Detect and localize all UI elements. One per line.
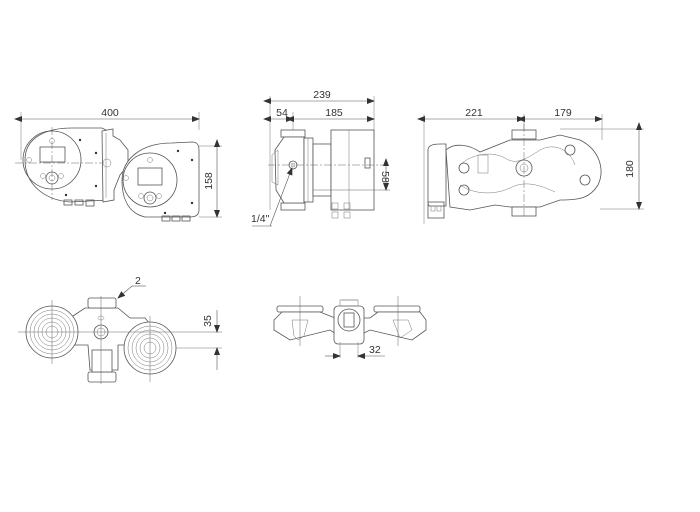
dimension-180: 180 (560, 122, 644, 210)
port-callout: 1/4" (251, 167, 293, 227)
dim-label-35: 35 (202, 315, 214, 327)
dimension-32: 32 (325, 344, 385, 359)
dimension-58: 58 (379, 158, 391, 191)
bottom-view-left: 2 35 (18, 275, 222, 384)
dim-label-179: 179 (554, 107, 572, 119)
side-view: 239 54 185 (251, 89, 391, 227)
front-view: 400 (14, 107, 222, 222)
dim-label-54: 54 (276, 107, 288, 119)
dim-label-32: 32 (369, 344, 381, 356)
dimension-35: 35 (202, 310, 220, 370)
port-label: 1/4" (251, 213, 270, 225)
dimension-158: 158 (199, 139, 222, 218)
dim-label-58: 58 (379, 171, 391, 183)
top-view: 221 179 180 (417, 107, 644, 224)
dimension-400: 400 (14, 107, 200, 160)
dim-label-239: 239 (313, 89, 331, 101)
callout-2: 2 (117, 275, 146, 299)
bottom-view-mid: 32 (273, 296, 427, 359)
callout-label-2: 2 (135, 275, 141, 287)
dim-label-158: 158 (203, 172, 215, 190)
dim-label-185: 185 (325, 107, 343, 119)
dim-label-400: 400 (101, 107, 119, 119)
dim-label-221: 221 (465, 107, 483, 119)
dimension-221-179: 221 179 (417, 107, 603, 224)
dim-label-180: 180 (624, 160, 636, 178)
